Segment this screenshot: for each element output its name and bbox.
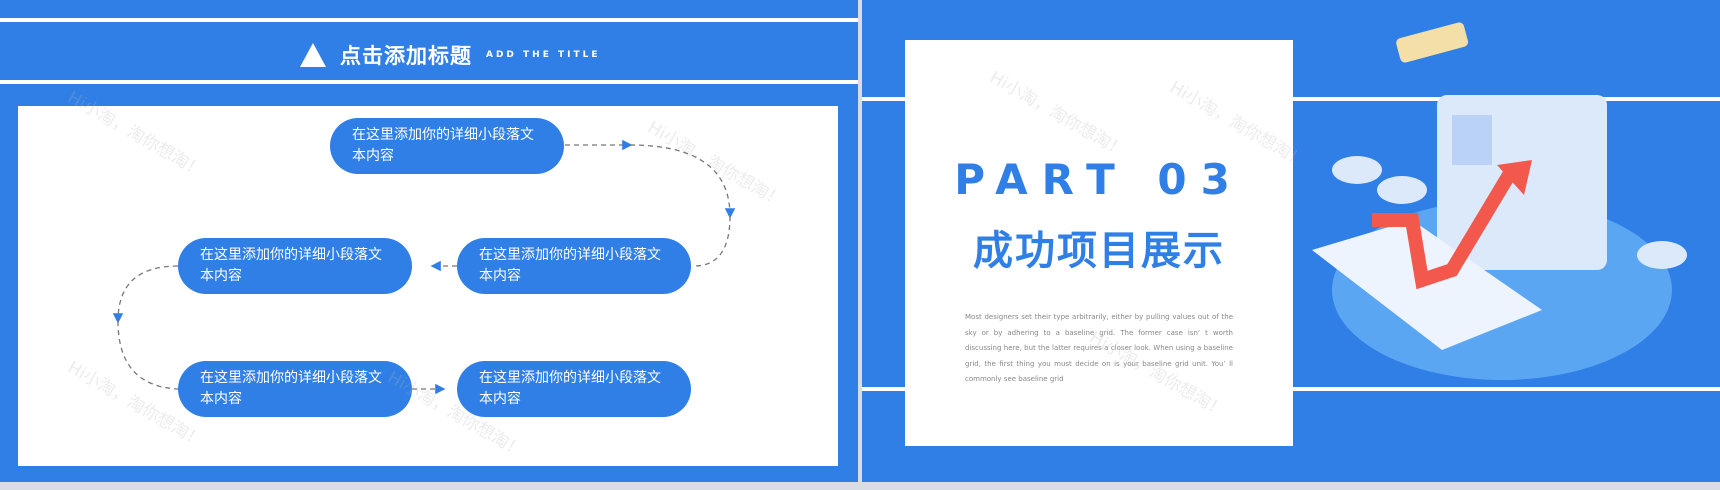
flow-step-4: 在这里添加你的详细小段落文本内容 — [178, 361, 412, 417]
section-heading: 成功项目展示 — [973, 228, 1225, 274]
slide-title: 点击添加标题 ADD THE TITLE — [300, 40, 601, 70]
divider — [0, 18, 858, 22]
triangle-icon — [300, 43, 326, 67]
divider — [0, 80, 858, 84]
flow-connectors — [112, 139, 736, 395]
section-card: PART 03 成功项目展示 Most designers set their … — [905, 40, 1293, 446]
flow-step-2: 在这里添加你的详细小段落文本内容 — [457, 238, 691, 294]
title-en: ADD THE TITLE — [486, 50, 601, 60]
slide-left: 点击添加标题 ADD THE TITLE 在这里添加你的详细小段落文本内容 在这… — [0, 0, 858, 482]
slide-right: PART 03 成功项目展示 Most designers set their … — [862, 0, 1720, 482]
flow-step-1: 在这里添加你的详细小段落文本内容 — [330, 118, 564, 174]
title-cn: 点击添加标题 — [340, 44, 472, 68]
growth-illustration — [1312, 22, 1687, 380]
flow-step-5: 在这里添加你的详细小段落文本内容 — [457, 361, 691, 417]
part-number: PART 03 — [954, 155, 1244, 204]
flow-step-3: 在这里添加你的详细小段落文本内容 — [178, 238, 412, 294]
section-body: Most designers set their type arbitraril… — [965, 313, 1233, 383]
